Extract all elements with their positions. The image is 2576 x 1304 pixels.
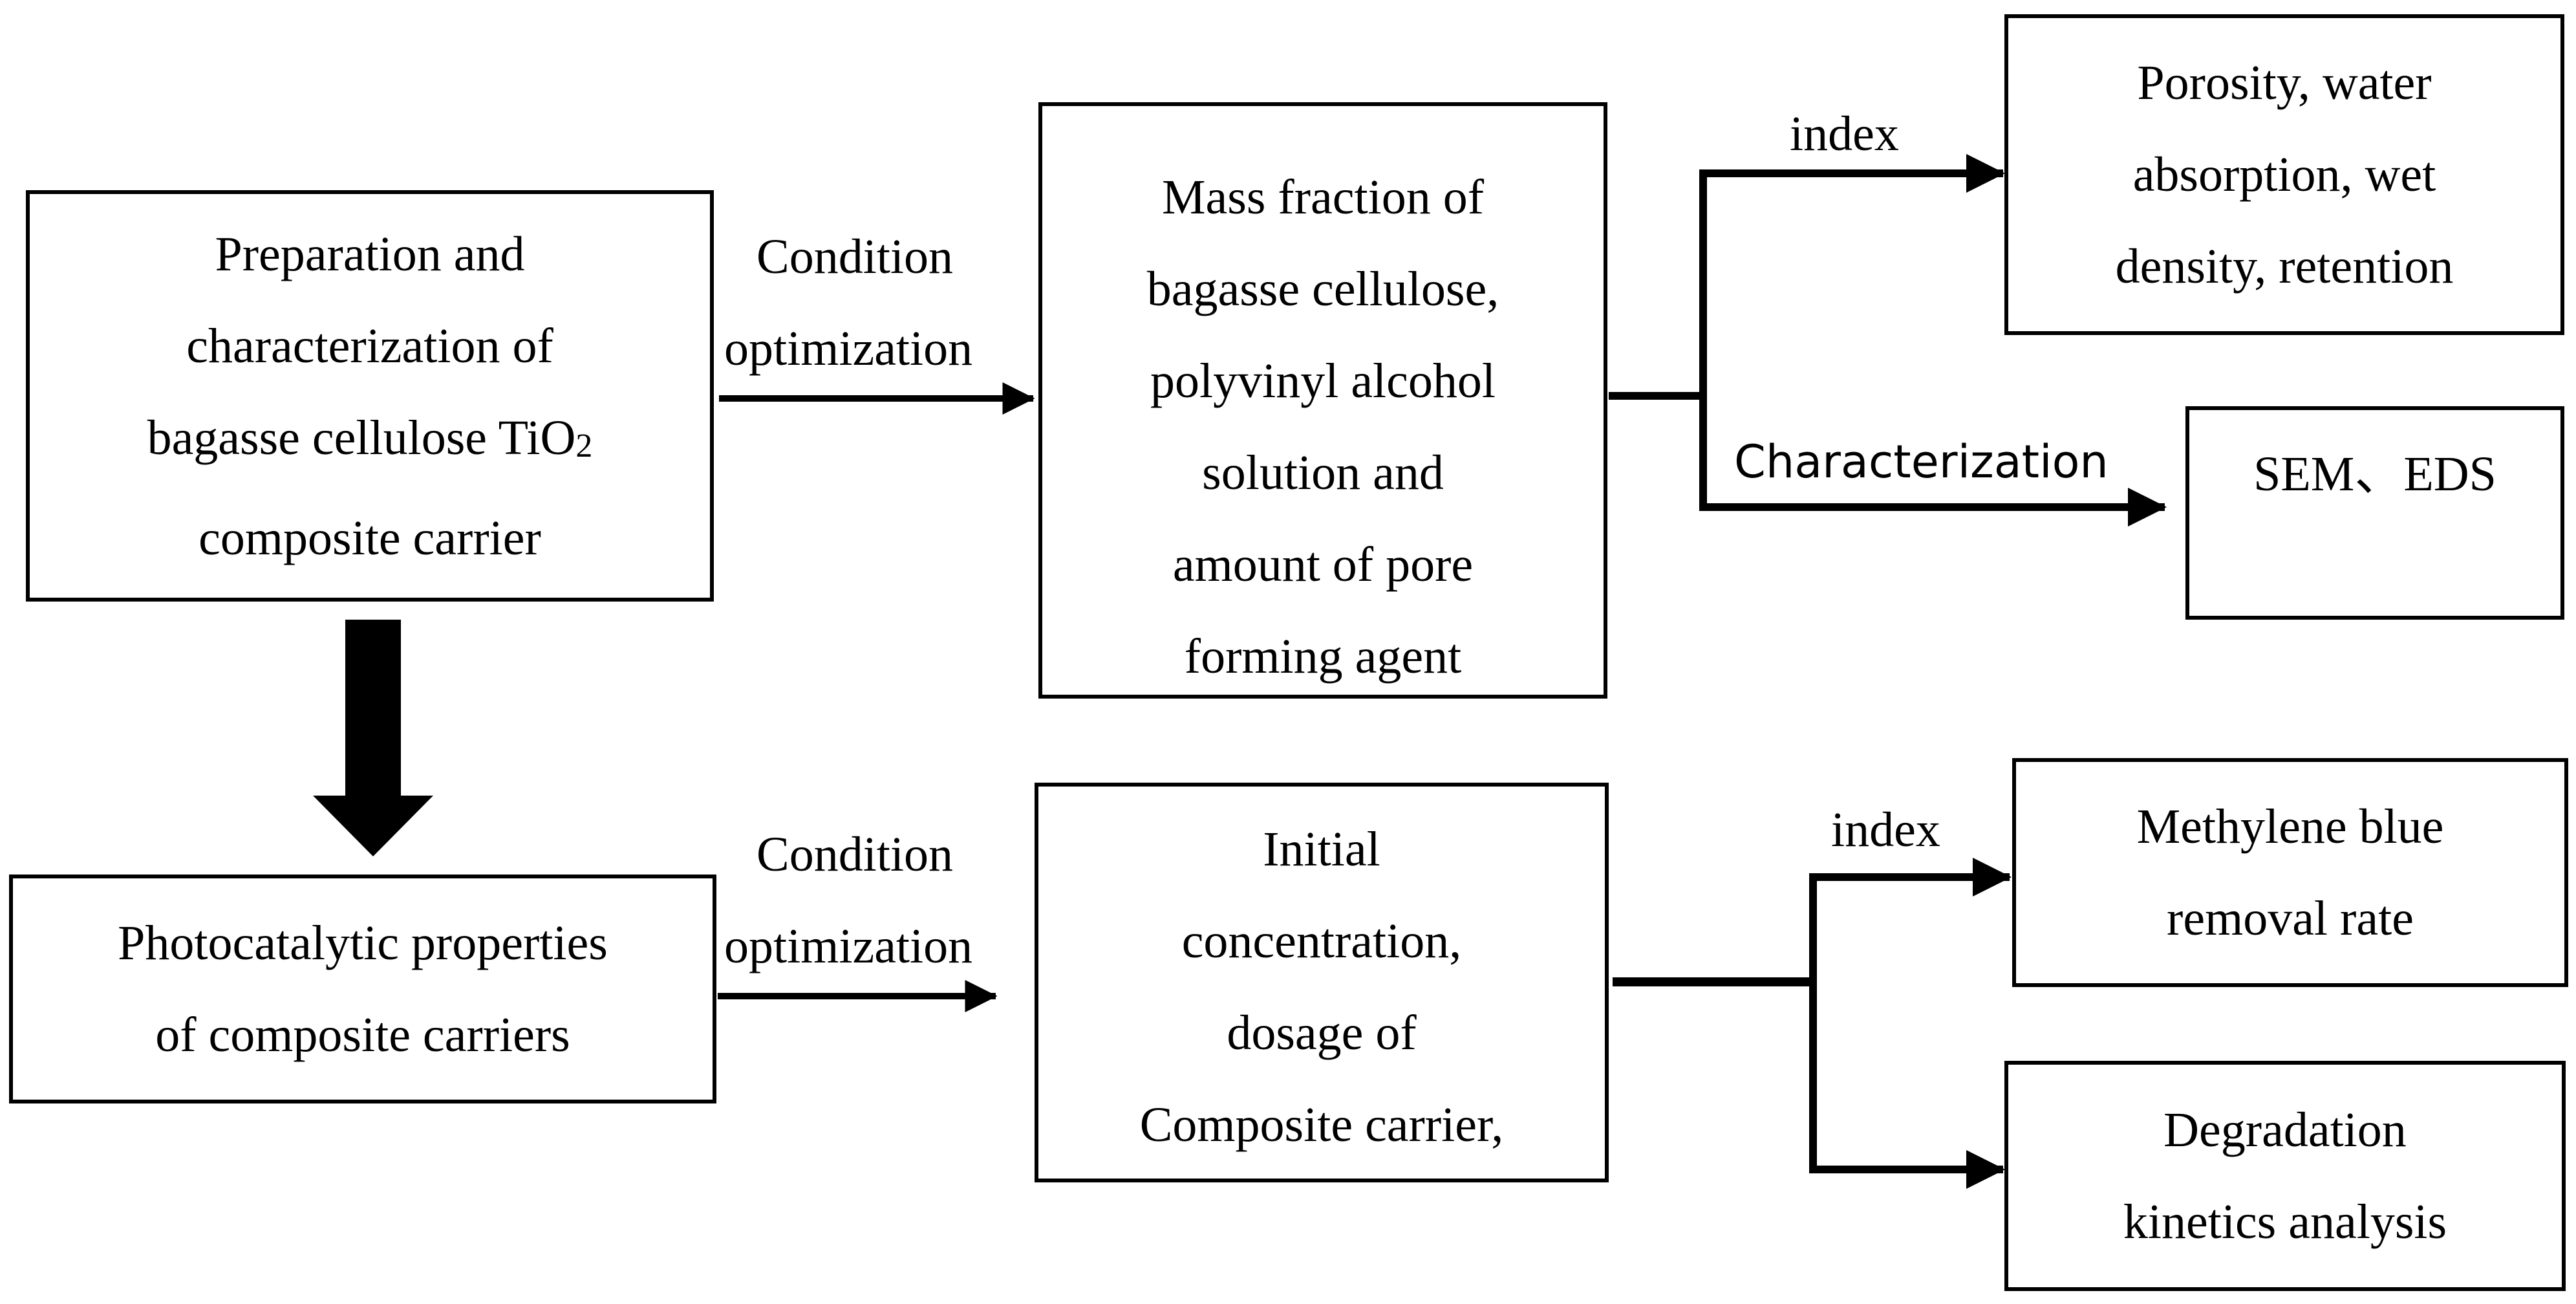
down-arrow-shaft xyxy=(345,620,401,799)
box-line: composite carrier xyxy=(199,510,541,565)
label-line: optimization xyxy=(724,919,973,973)
box-line: absorption, wet xyxy=(2132,147,2436,202)
box-text: SEM、EDS xyxy=(2253,447,2496,501)
kinetics-box: Degradation kinetics analysis xyxy=(2004,1061,2566,1291)
box-line: Preparation and xyxy=(215,226,525,281)
box-line: removal rate xyxy=(2167,891,2414,946)
box-line: forming agent xyxy=(1184,629,1462,684)
characterization-box: SEM、EDS xyxy=(2185,406,2564,620)
label-line: Condition xyxy=(757,230,954,284)
box-line: solution and xyxy=(1202,446,1444,500)
bottom-index-label: index xyxy=(1831,803,1940,857)
box-line: of composite carriers xyxy=(155,1008,570,1062)
box-line: amount of pore xyxy=(1172,538,1474,592)
factors-box-bottom: Initial concentration, dosage of Composi… xyxy=(1035,783,1609,1182)
characterization-label: Characterization xyxy=(1734,435,2109,488)
tio2-subscript: 2 xyxy=(575,427,593,464)
bottom-optimization-label: Condition optimization xyxy=(724,809,972,992)
top-index-label: index xyxy=(1790,107,1899,161)
box-line: bagasse cellulose TiO2 xyxy=(147,392,593,492)
label-line: Condition xyxy=(757,827,954,882)
box-line: Composite carrier, xyxy=(1139,1098,1504,1152)
box-line: polyvinyl alcohol xyxy=(1150,354,1496,408)
factors-box-top: Mass fraction of bagasse cellulose, poly… xyxy=(1038,102,1607,699)
start-box-preparation: Preparation and characterization of baga… xyxy=(26,190,714,602)
box-line: kinetics analysis xyxy=(2123,1195,2447,1249)
box-line: bagasse cellulose, xyxy=(1146,262,1499,316)
box-line: dosage of xyxy=(1227,1006,1417,1060)
down-arrow-head xyxy=(313,796,433,856)
box-line: Degradation xyxy=(2163,1103,2407,1157)
box-line: Methylene blue xyxy=(2136,799,2444,854)
removal-box: Methylene blue removal rate xyxy=(2012,758,2568,987)
index-box-top: Porosity, water absorption, wet density,… xyxy=(2004,14,2564,335)
box-line: density, retention xyxy=(2115,239,2454,294)
box-line: Initial xyxy=(1263,822,1380,876)
start-box-photocatalytic: Photocatalytic properties of composite c… xyxy=(9,875,716,1103)
box-line: Photocatalytic properties xyxy=(118,916,608,970)
box-line: Porosity, water xyxy=(2137,56,2432,110)
top-optimization-label: Condition optimization xyxy=(724,211,972,395)
tio2-text: bagasse cellulose TiO xyxy=(147,410,576,465)
label-line: optimization xyxy=(724,321,973,376)
box-line: concentration, xyxy=(1181,914,1462,968)
box-line: Mass fraction of xyxy=(1161,170,1485,224)
box-line: characterization of xyxy=(186,318,553,373)
